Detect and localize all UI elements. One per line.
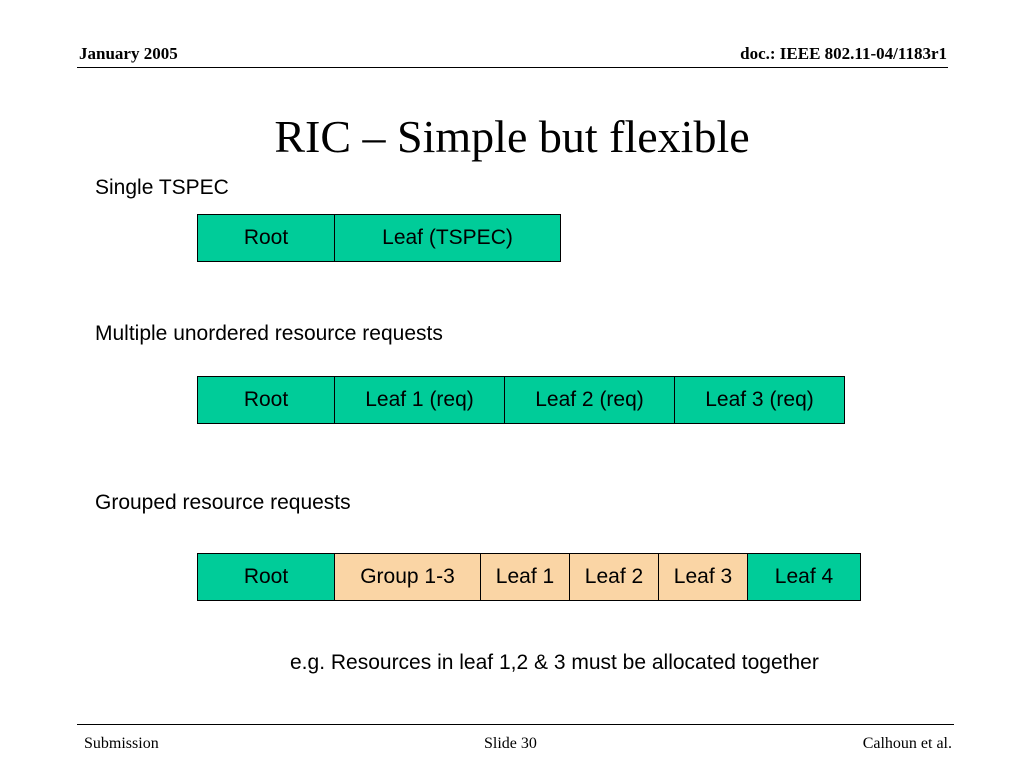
grouped-requests-diagram: Root Group 1-3 Leaf 1 Leaf 2 Leaf 3 Leaf… [197,553,861,601]
header-doc-id: doc.: IEEE 802.11-04/1183r1 [740,44,947,63]
footer-slide-number: Slide 30 [484,735,537,752]
grouped-leaf3-cell: Leaf 3 [658,553,748,601]
grouped-group-cell: Group 1-3 [334,553,481,601]
header-divider [77,67,948,68]
multiple-leaf2-cell: Leaf 2 (req) [504,376,675,424]
footer-submission: Submission [84,735,159,752]
section-label-multiple: Multiple unordered resource requests [95,322,443,345]
multiple-leaf3-cell: Leaf 3 (req) [674,376,845,424]
single-tspec-diagram: Root Leaf (TSPEC) [197,214,561,262]
footer-divider [77,724,954,725]
header-date: January 2005 [79,44,178,63]
grouping-note: e.g. Resources in leaf 1,2 & 3 must be a… [290,651,819,674]
single-root-cell: Root [197,214,335,262]
multiple-leaf1-cell: Leaf 1 (req) [334,376,505,424]
section-label-single-tspec: Single TSPEC [95,176,229,199]
grouped-leaf2-cell: Leaf 2 [569,553,659,601]
multiple-root-cell: Root [197,376,335,424]
footer-author: Calhoun et al. [862,735,952,752]
section-label-grouped: Grouped resource requests [95,491,351,514]
grouped-leaf1-cell: Leaf 1 [480,553,570,601]
grouped-leaf4-cell: Leaf 4 [747,553,861,601]
grouped-root-cell: Root [197,553,335,601]
single-leaf-cell: Leaf (TSPEC) [334,214,561,262]
multiple-requests-diagram: Root Leaf 1 (req) Leaf 2 (req) Leaf 3 (r… [197,376,845,424]
slide-title: RIC – Simple but flexible [274,111,750,162]
